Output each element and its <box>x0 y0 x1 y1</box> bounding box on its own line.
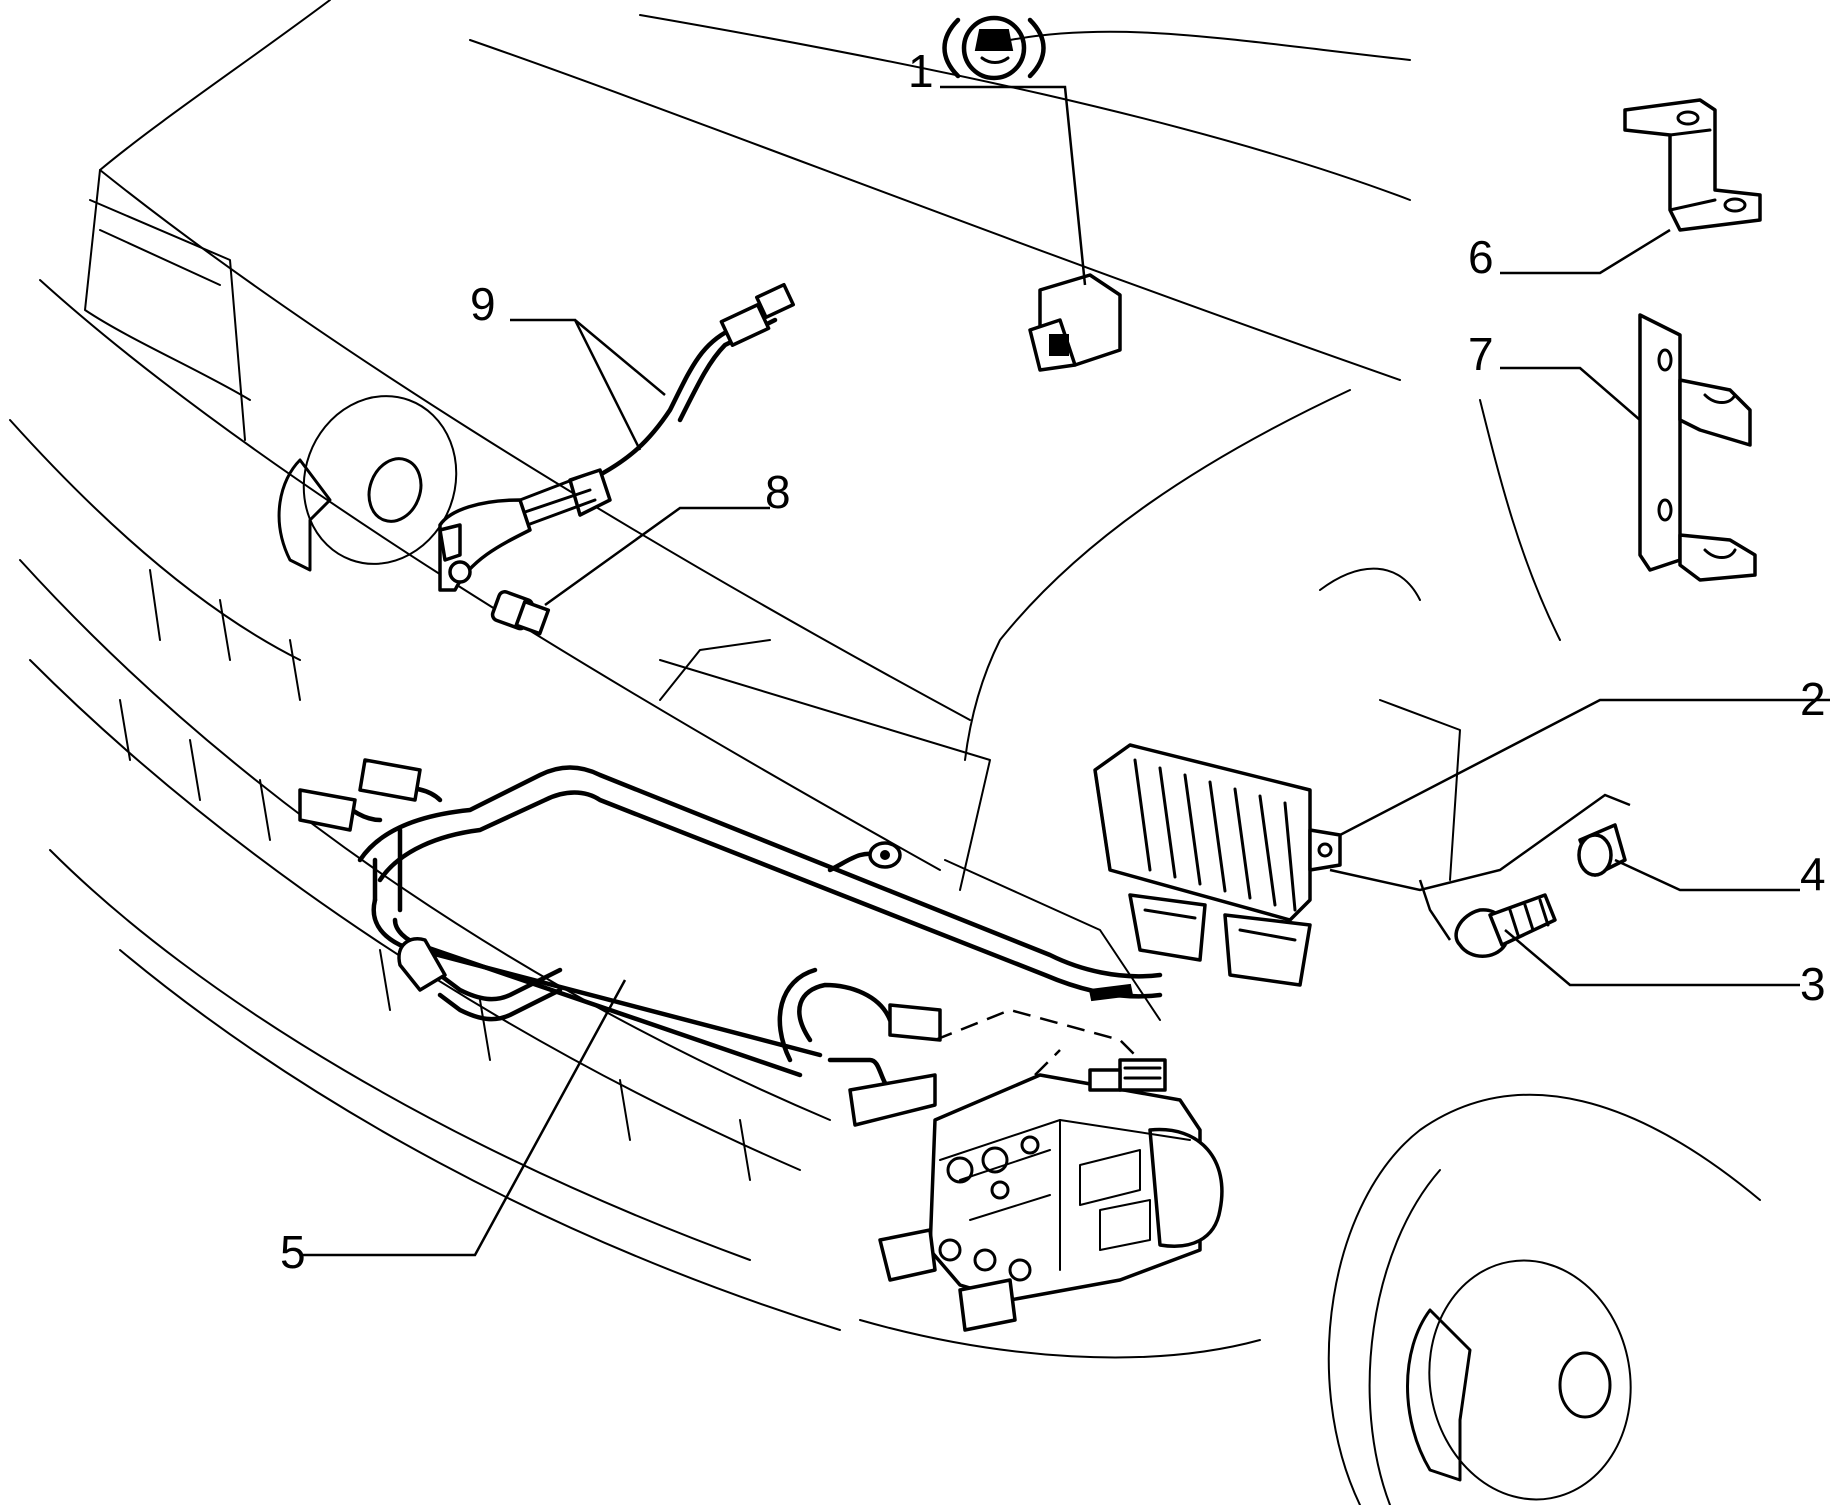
callout-1: 1 <box>908 45 934 97</box>
callout-6: 6 <box>1468 231 1494 283</box>
part-4-spacer <box>1577 823 1627 877</box>
abs-warning-icon <box>942 15 1046 81</box>
part-7-bracket <box>1638 313 1757 582</box>
callout-7: 7 <box>1468 328 1494 380</box>
callout-8: 8 <box>765 466 791 518</box>
callout-labels: 1 2 3 4 5 6 7 8 9 <box>280 45 1826 1278</box>
callout-5: 5 <box>280 1226 306 1278</box>
right-brake-disc <box>1406 1259 1632 1501</box>
callout-2: 2 <box>1800 673 1826 725</box>
part-2-abs-control-unit <box>1093 743 1342 987</box>
left-brake-disc <box>277 395 458 572</box>
part-9-wheel-speed-sensor <box>438 282 795 592</box>
connection-dashed-line <box>934 1008 1141 1061</box>
part-6-bracket <box>1623 98 1762 232</box>
leader-lines <box>300 85 1830 1257</box>
part-5-wiring-harness <box>298 758 1163 1127</box>
callout-3: 3 <box>1800 958 1826 1010</box>
part-3-bolt <box>1454 893 1557 958</box>
abs-hydraulic-modulator <box>878 1058 1224 1332</box>
callout-9: 9 <box>470 278 496 330</box>
part-8-bolt <box>490 590 551 636</box>
connection-dashed-line <box>1034 1049 1061 1076</box>
part-1-switch <box>1028 273 1122 372</box>
ecu-fins <box>1133 758 1297 912</box>
bumper-slots <box>119 569 751 1181</box>
callout-4: 4 <box>1800 848 1826 900</box>
